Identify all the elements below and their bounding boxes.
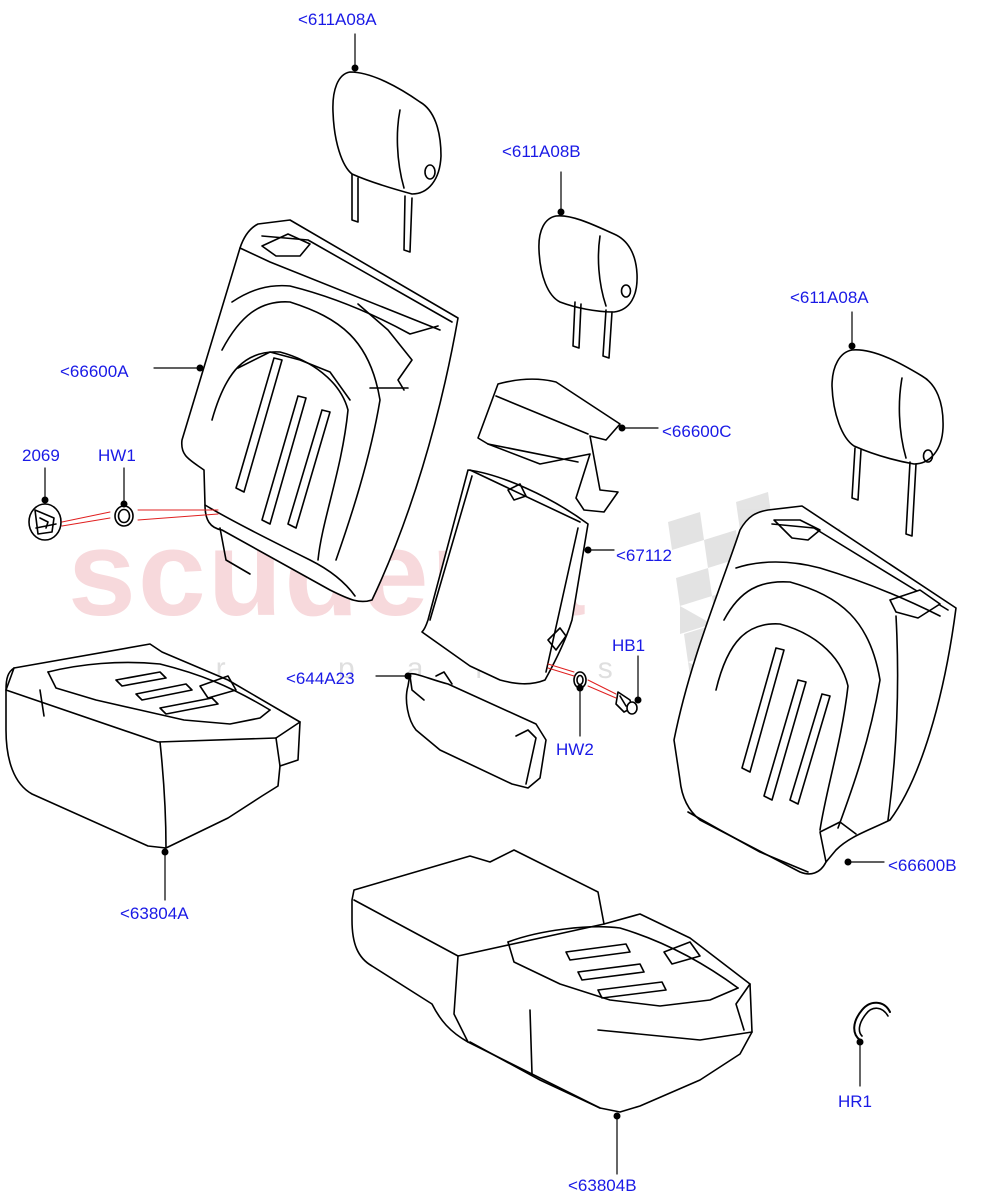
callout-label-backrest-66600a[interactable]: <66600A (60, 362, 129, 381)
callout-label-bracket-644a23[interactable]: <644A23 (286, 669, 355, 688)
reference-lines (61, 509, 617, 699)
headrest-611a08a-top[interactable] (332, 71, 442, 253)
callout-label-trim-67112[interactable]: <67112 (616, 546, 672, 565)
callout-label-headrest-611a08a-right[interactable]: <611A08A (790, 288, 869, 307)
bolt-hb1[interactable] (615, 691, 638, 715)
trim-panel-67112[interactable] (421, 469, 589, 685)
callout-label-backrest-66600b[interactable]: <66600B (888, 856, 957, 875)
backrest-66600b[interactable] (673, 505, 957, 875)
callout-label-backrest-66600c[interactable]: <66600C (662, 422, 732, 441)
headrest-611a08b[interactable] (538, 215, 638, 359)
headrest-611a08a-right[interactable] (831, 349, 944, 537)
backrest-top-66600c[interactable] (477, 378, 621, 513)
callout-label-bolt-hb1[interactable]: HB1 (612, 636, 646, 655)
leader-dots (41, 64, 864, 1120)
callout-label-washer-hw1[interactable]: HW1 (98, 446, 136, 465)
callout-label-cushion-63804b[interactable]: <63804B (568, 1176, 637, 1195)
callout-label-headrest-611a08a-top[interactable]: <611A08A (298, 10, 377, 29)
callout-label-clip-hr1[interactable]: HR1 (838, 1092, 873, 1111)
backrest-66600a[interactable] (180, 219, 459, 603)
clip-hr1[interactable] (853, 1001, 891, 1041)
cushion-63804a[interactable] (5, 643, 301, 849)
leader-lines (44, 33, 885, 1175)
callout-label-headrest-611a08b[interactable]: <611A08B (502, 142, 581, 161)
washer-hw1[interactable] (114, 505, 134, 527)
cushion-63804b[interactable] (351, 849, 753, 1113)
callout-label-washer-hw2[interactable]: HW2 (556, 740, 594, 759)
callout-label-cushion-63804a[interactable]: <63804A (120, 904, 189, 923)
bracket-644a23[interactable] (405, 671, 547, 789)
callout-label-part-2069[interactable]: 2069 (22, 446, 60, 465)
part-2069[interactable] (28, 503, 62, 541)
